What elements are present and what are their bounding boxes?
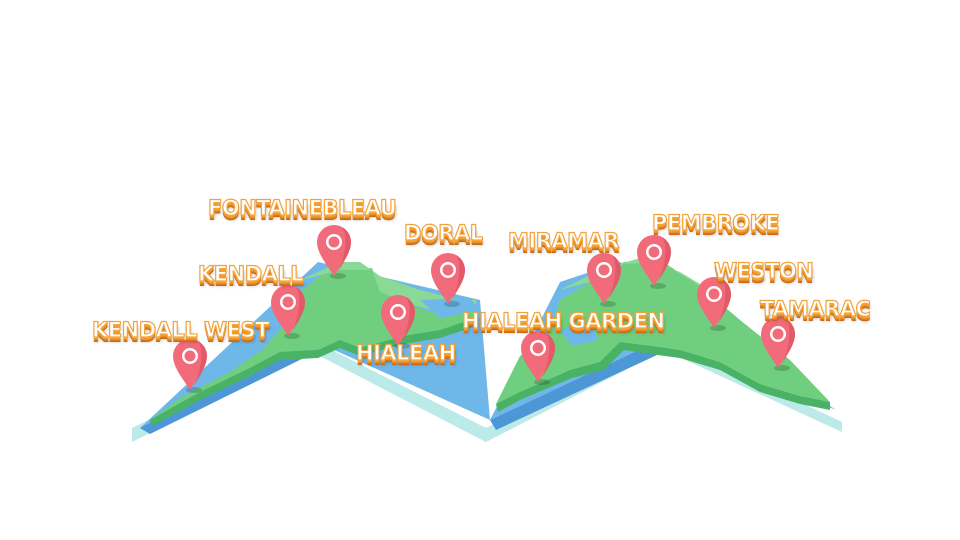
label-kendall-west: KENDALL WEST (91, 317, 270, 342)
label-miramar: MIRAMAR (507, 228, 620, 253)
label-hialeah: HIALEAH (355, 340, 456, 365)
pin-hialeah-icon (381, 295, 415, 349)
label-weston: WESTON (713, 258, 814, 283)
land-right (496, 260, 830, 404)
river-inlet-right (560, 320, 598, 346)
pin-weston-icon (697, 277, 731, 331)
land-left-top (300, 262, 476, 312)
water-shade-left (140, 340, 320, 434)
label-pembroke: PEMBROKE (651, 210, 780, 235)
pin-kendall-icon (271, 285, 305, 339)
label-kendall: KENDALL (197, 261, 304, 286)
land-shade-left (150, 318, 476, 426)
pin-pembroke-icon (637, 235, 671, 289)
pin-hialeah-garden-icon (521, 331, 555, 385)
pin-kendall-west-icon (173, 339, 207, 393)
pins-layer (173, 225, 795, 393)
river-inlet (420, 298, 480, 318)
label-fontainebleau: FONTAINEBLEAU (207, 195, 397, 220)
label-tamarac: TAMARAC (759, 296, 871, 321)
pin-miramar-icon (587, 253, 621, 307)
label-doral: DORAL (403, 220, 483, 245)
land-shade-right (496, 342, 830, 412)
pin-tamarac-icon (761, 317, 795, 371)
label-hialeah-garden: HIALEAH GARDEN (461, 308, 665, 333)
pin-fontainebleau-icon (317, 225, 351, 279)
pin-doral-icon (431, 253, 465, 307)
water-shade-right (490, 338, 672, 430)
